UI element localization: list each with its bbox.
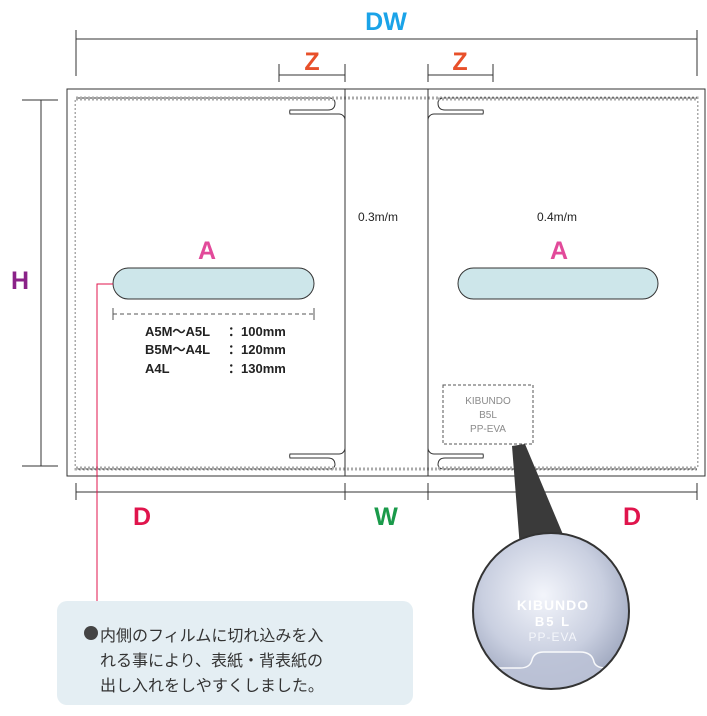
- zoom-wedge: [512, 444, 567, 548]
- h-label: H: [11, 267, 29, 295]
- dw-dimension: [75, 30, 698, 76]
- h-dimension: [22, 99, 58, 467]
- right-slot: [457, 267, 659, 300]
- a-right-label: A: [550, 237, 568, 265]
- left-thickness-label: 0.3m/m: [358, 210, 398, 224]
- size-row-3-name: A4L: [145, 361, 170, 376]
- zoom-line-1: KIBUNDO: [517, 597, 589, 613]
- stamp-line-3: PP-EVA: [470, 424, 506, 435]
- bottom-dimension: [75, 483, 698, 500]
- size-row-3-value: ：130mm: [228, 361, 286, 376]
- stamp-box: [442, 384, 534, 445]
- right-thickness-label: 0.4m/m: [537, 210, 577, 224]
- w-label: W: [374, 503, 398, 531]
- z-left-dimension: [278, 64, 346, 82]
- d-right-label: D: [623, 503, 641, 531]
- size-row-1-value: ：100mm: [228, 324, 286, 339]
- z-left-label: Z: [304, 48, 319, 76]
- slot-width-dimension: [112, 308, 315, 320]
- d-left-label: D: [133, 503, 151, 531]
- stamp-line-2: B5L: [479, 410, 497, 421]
- z-right-dimension: [427, 64, 494, 82]
- zoom-line-2: B5 L: [535, 614, 571, 629]
- dw-label: DW: [365, 8, 407, 36]
- leader-line: [96, 283, 113, 604]
- left-slot: [112, 267, 315, 300]
- zoom-line-3: PP-EVA: [528, 630, 577, 644]
- size-row-2-value: ：120mm: [228, 342, 286, 357]
- note-line-1: 内側のフィルムに切れ込みを入: [100, 626, 324, 645]
- size-table: A5M〜A5L ：100mm B5M〜A4L ：120mm A4L ：130mm: [145, 324, 286, 376]
- feature-note: 内側のフィルムに切れ込みを入 れる事により、表紙・背表紙の 出し入れをしやすくし…: [57, 601, 413, 705]
- size-row-2-name: B5M〜A4L: [145, 342, 210, 357]
- a-left-label: A: [198, 237, 216, 265]
- stamp-line-1: KIBUNDO: [465, 396, 511, 407]
- note-line-3: 出し入れをしやすくしました。: [100, 676, 324, 695]
- z-right-label: Z: [452, 48, 467, 76]
- size-row-1-name: A5M〜A5L: [145, 324, 210, 339]
- bullet-icon: [84, 626, 98, 640]
- note-line-2: れる事により、表紙・背表紙の: [100, 651, 324, 670]
